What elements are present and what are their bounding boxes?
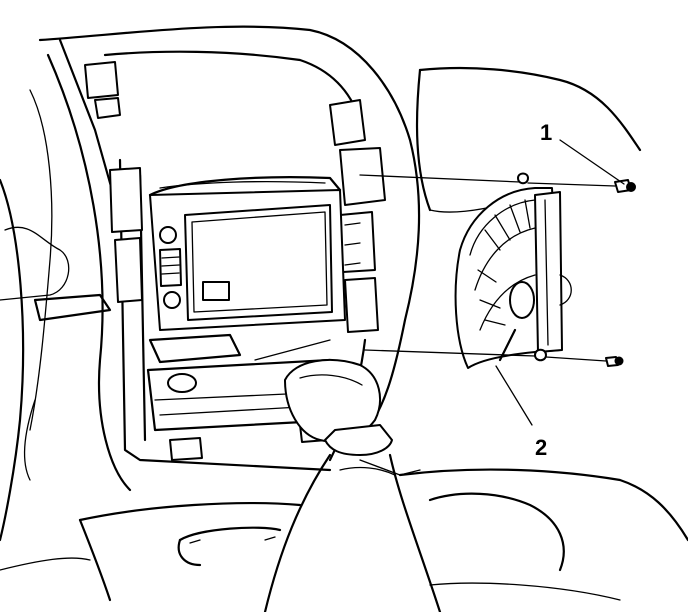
- climate-control-module: [454, 187, 572, 369]
- shift-lever: [263, 359, 442, 612]
- callout-2-label: 2: [535, 435, 547, 460]
- radio-opening-frame: [84, 61, 386, 472]
- radio-unit: [148, 176, 361, 331]
- dashboard-outline: [0, 25, 642, 542]
- callout-1-label: 1: [540, 120, 552, 145]
- center-console: [0, 459, 688, 602]
- leader-lines: [254, 139, 625, 426]
- mounting-screws: [517, 172, 636, 367]
